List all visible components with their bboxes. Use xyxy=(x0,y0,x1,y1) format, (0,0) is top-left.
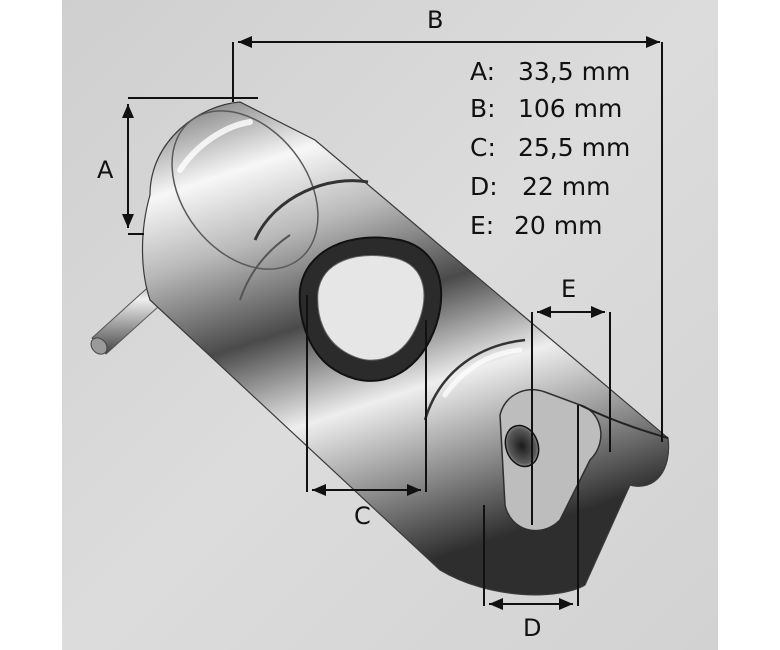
legend-c-value: 25,5 mm xyxy=(518,133,630,162)
dim-b-letter: B xyxy=(427,6,443,34)
dimension-legend: A: 33,5 mm B: 106 mm C: 25,5 mm D: 22 mm… xyxy=(470,57,630,240)
dim-a-letter: A xyxy=(97,156,114,184)
cradle-edge xyxy=(579,404,669,439)
screw-hole xyxy=(504,424,540,468)
dim-a-arrow-top xyxy=(122,104,134,118)
dimension-d: D xyxy=(483,405,579,642)
dim-b-arrow-left xyxy=(238,36,252,48)
dim-d-letter: D xyxy=(523,614,541,642)
dim-e-arrow-right xyxy=(591,306,605,318)
dim-c-arrow-right xyxy=(407,484,421,496)
ring-groove xyxy=(253,179,369,241)
ring-groove-lower xyxy=(239,234,291,301)
slider-holder-illustration xyxy=(90,101,670,596)
dim-e-letter: E xyxy=(561,275,576,303)
dim-d-arrow-left xyxy=(489,598,503,610)
legend-a-value: 33,5 mm xyxy=(518,57,630,86)
dim-c-letter: C xyxy=(354,502,371,530)
pin-end xyxy=(90,337,108,355)
legend-b-value: 106 mm xyxy=(518,94,622,123)
dim-a-arrow-bottom xyxy=(122,214,134,228)
second-ring xyxy=(423,338,526,421)
dim-d-arrow-right xyxy=(559,598,573,610)
dim-b-arrow-right xyxy=(646,36,660,48)
legend-d-value: 22 mm xyxy=(522,172,610,201)
legend-c-label: C: xyxy=(470,133,496,162)
legend-b-label: B: xyxy=(470,94,496,123)
legend-e-value: 20 mm xyxy=(514,211,602,240)
rail-opening-inner xyxy=(317,255,425,361)
legend-a-label: A: xyxy=(470,57,495,86)
legend-e-label: E: xyxy=(470,211,494,240)
dimension-c: C xyxy=(306,295,427,530)
legend-d-label: D: xyxy=(470,172,498,201)
dimension-e: E xyxy=(531,275,611,525)
dim-e-arrow-left xyxy=(537,306,551,318)
cradle-slot xyxy=(499,389,602,532)
highlight-2 xyxy=(442,347,523,398)
dim-c-arrow-left xyxy=(312,484,326,496)
dimension-a: A xyxy=(97,97,258,235)
highlight-1 xyxy=(177,119,253,173)
dimension-b: B xyxy=(232,6,663,442)
top-end-cap xyxy=(171,110,319,270)
